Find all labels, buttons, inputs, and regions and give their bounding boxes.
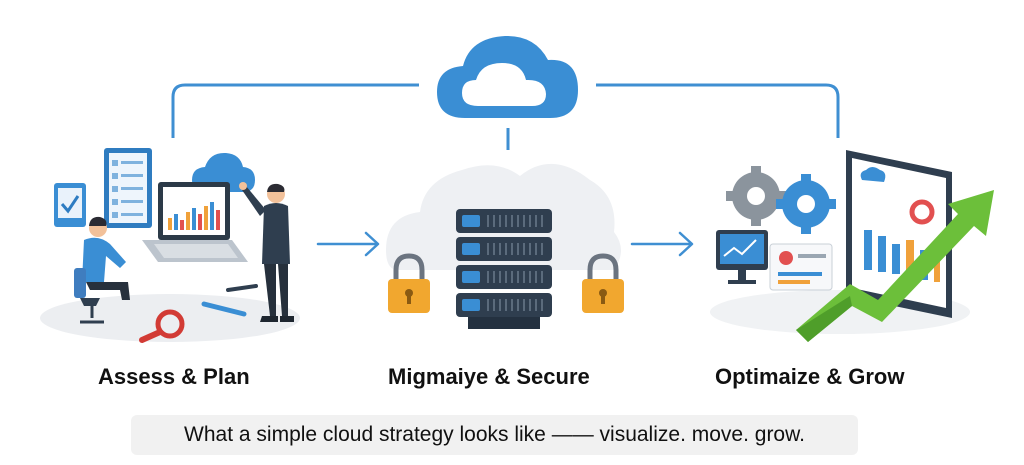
arrow-right-icon bbox=[316, 231, 380, 257]
dashboard-card-icon bbox=[769, 243, 833, 291]
server-security-illustration bbox=[386, 163, 624, 329]
magnifier-icon bbox=[139, 309, 185, 343]
checkbox-icon bbox=[54, 183, 86, 227]
padlock-icon bbox=[582, 253, 624, 313]
caption: What a simple cloud strategy looks like … bbox=[184, 423, 805, 446]
growth-analytics-illustration bbox=[710, 150, 994, 342]
connector-right bbox=[596, 83, 840, 138]
arrow-right-icon bbox=[630, 231, 694, 257]
stage-label-assess: Assess & Plan bbox=[98, 364, 250, 389]
gear-icon bbox=[776, 174, 836, 234]
cloud-icon bbox=[437, 35, 578, 118]
checklist-icon bbox=[104, 148, 152, 228]
stage-label-migrate: Migmaiye & Secure bbox=[388, 364, 590, 389]
monitor-icon bbox=[716, 230, 768, 284]
caption-box: What a simple cloud strategy looks like … bbox=[131, 415, 858, 455]
assessment-illustration bbox=[40, 148, 300, 343]
server-icon bbox=[456, 209, 552, 329]
stage-label-optimize: Optimaize & Grow bbox=[715, 364, 905, 389]
pen-icon bbox=[201, 284, 258, 317]
standing-person-icon bbox=[239, 182, 294, 322]
connector-lines bbox=[171, 83, 840, 150]
growth-arrow-icon bbox=[796, 190, 994, 342]
connector-left bbox=[171, 83, 419, 138]
laptop-icon bbox=[142, 182, 248, 262]
seated-person-icon bbox=[74, 216, 130, 324]
gear-icon bbox=[726, 166, 786, 226]
padlock-icon bbox=[388, 253, 430, 313]
